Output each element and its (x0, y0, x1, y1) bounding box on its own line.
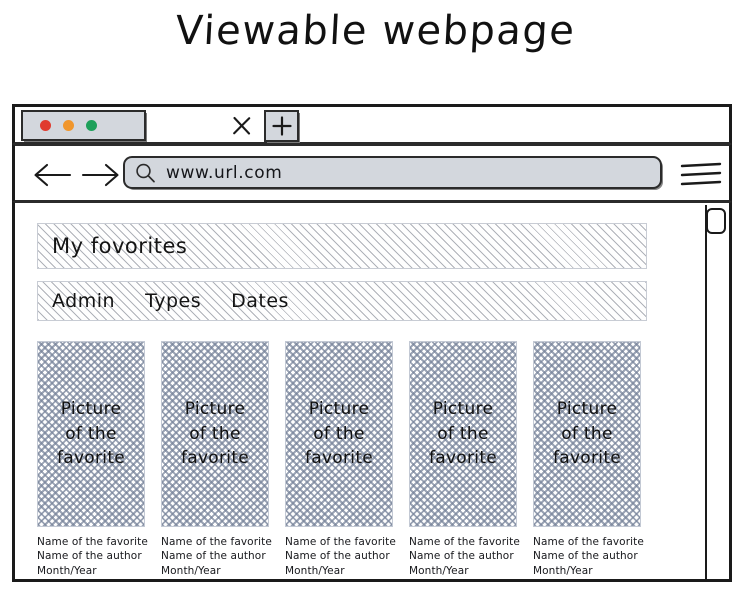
close-window-dot[interactable] (40, 120, 51, 131)
nav-item-admin[interactable]: Admin (52, 290, 116, 312)
favorite-date: Month/Year (161, 564, 221, 577)
favorite-date: Month/Year (533, 564, 593, 577)
favorite-caption: Name of the favorite Name of the author … (161, 535, 272, 578)
browser-toolbar: www.url.com (12, 144, 732, 202)
favorite-author: Name of the author (533, 550, 638, 563)
favorite-name: Name of the favorite (409, 536, 520, 548)
nav-item-types[interactable]: Types (145, 290, 202, 312)
favorite-name: Name of the favorite (37, 536, 148, 548)
nav-item-dates[interactable]: Dates (231, 290, 289, 312)
scrollbar-thumb[interactable] (706, 208, 726, 234)
favorite-author: Name of the author (285, 550, 390, 563)
site-header-title: My fovorites (52, 234, 188, 258)
arrow-right-icon[interactable] (80, 160, 120, 190)
favorite-name: Name of the favorite (161, 536, 272, 548)
minimize-window-dot[interactable] (63, 120, 74, 131)
favorite-caption: Name of the favorite Name of the author … (533, 535, 644, 578)
new-tab-button[interactable] (264, 110, 299, 142)
favorite-author: Name of the author (409, 550, 514, 563)
site-header: My fovorites (37, 223, 647, 269)
browser-window: www.url.com My fovorites Admin Types Dat… (12, 104, 732, 582)
arrow-left-icon[interactable] (33, 160, 73, 190)
address-bar-input[interactable]: www.url.com (123, 156, 662, 189)
favorite-caption: Name of the favorite Name of the author … (285, 535, 396, 578)
window-controls[interactable] (21, 110, 146, 141)
favorite-name: Name of the favorite (285, 536, 396, 548)
favorite-caption: Name of the favorite Name of the author … (37, 535, 148, 578)
url-text[interactable]: www.url.com (166, 162, 283, 183)
favorite-author: Name of the author (161, 550, 266, 563)
vertical-scrollbar[interactable] (705, 205, 727, 579)
favorite-name: Name of the favorite (533, 536, 644, 548)
plus-icon (271, 116, 292, 136)
magnifier-icon (134, 162, 156, 184)
site-nav: Admin Types Dates (37, 281, 647, 321)
close-x-icon[interactable] (231, 115, 253, 137)
favorite-date: Month/Year (285, 564, 345, 577)
maximize-window-dot[interactable] (86, 120, 97, 131)
favorite-date: Month/Year (37, 564, 97, 577)
favorite-caption: Name of the favorite Name of the author … (409, 535, 520, 578)
favorite-author: Name of the author (37, 550, 142, 563)
favorite-date: Month/Year (409, 564, 469, 577)
browser-tab-bar (12, 104, 732, 144)
page-title: Viewable webpage (174, 8, 577, 54)
hamburger-menu-icon[interactable] (679, 160, 723, 188)
